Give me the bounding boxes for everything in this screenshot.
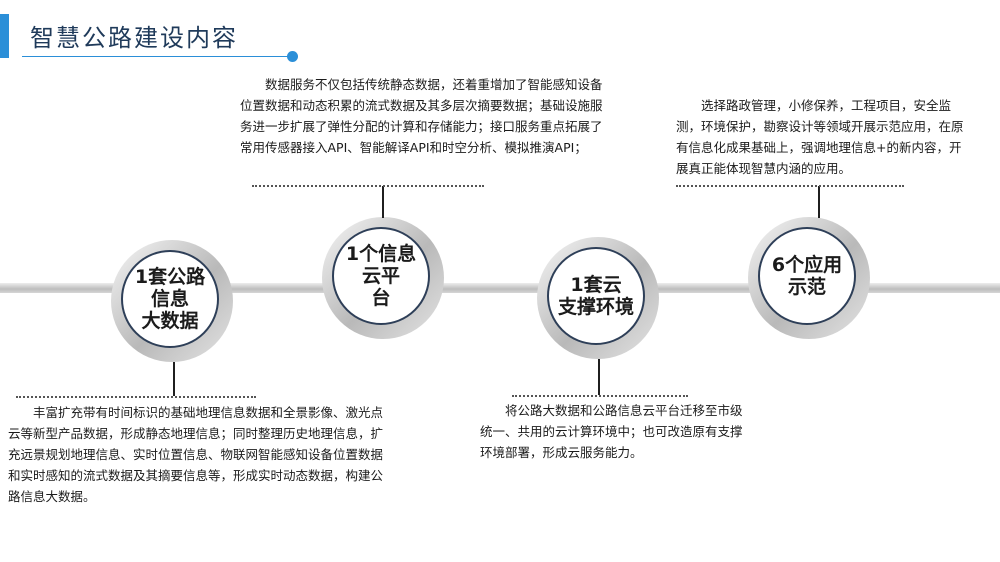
node-cloud-environment: 1套云 支撑环境 — [537, 237, 659, 359]
title-dot — [287, 51, 298, 62]
node-description: 选择路政管理，小修保养，工程项目，安全监测，环境保护，勘察设计等领域开展示范应用… — [676, 98, 964, 176]
slide-title: 智慧公路建设内容 — [30, 24, 238, 52]
connector-line — [818, 186, 820, 218]
connector-line — [598, 359, 600, 395]
timeline-bar — [0, 283, 1000, 293]
dotted-separator — [512, 395, 688, 397]
title-accent-bar — [0, 14, 9, 58]
node-applications: 6个应用 示范 — [748, 217, 870, 339]
connector-line — [382, 186, 384, 218]
node-label: 6个应用 示范 — [758, 227, 856, 325]
node-description: 将公路大数据和公路信息云平台迁移至市级统一、共用的云计算环境中；也可改造原有支撑… — [480, 403, 743, 460]
node-label: 1个信息云平 台 — [332, 227, 430, 325]
node-label: 1套云 支撑环境 — [547, 247, 645, 345]
node-description: 数据服务不仅包括传统静态数据，还着重增加了智能感知设备位置数据和动态积累的流式数… — [240, 77, 603, 155]
node-big-data: 1套公路信息 大数据 — [111, 240, 233, 362]
node-label: 1套公路信息 大数据 — [121, 250, 219, 348]
connector-line — [173, 362, 175, 396]
dotted-separator — [676, 185, 904, 187]
node-description: 丰富扩充带有时间标识的基础地理信息数据和全景影像、激光点云等新型产品数据，形成静… — [8, 405, 384, 504]
node-cloud-platform: 1个信息云平 台 — [322, 217, 444, 339]
dotted-separator — [252, 185, 484, 187]
title-underline — [22, 56, 292, 57]
dotted-separator — [16, 396, 256, 398]
